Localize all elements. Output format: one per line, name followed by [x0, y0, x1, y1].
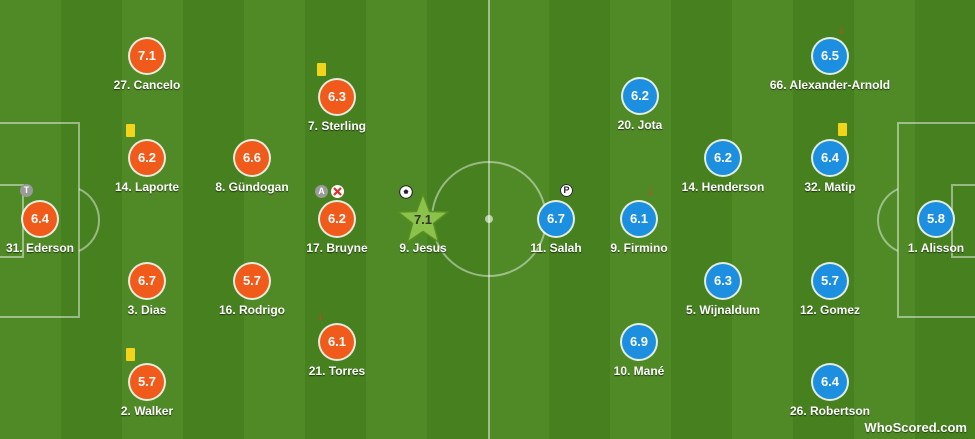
- yellow-card-icon: [126, 348, 135, 361]
- player-name: 12. Gomez: [799, 303, 861, 317]
- rating-badge: 6.4: [813, 141, 847, 175]
- yellow-card-icon: [838, 123, 847, 136]
- rating-badge: 6.9: [622, 325, 656, 359]
- rating-badge: 6.2: [130, 141, 164, 175]
- player-name: 17. Bruyne: [306, 241, 368, 255]
- rating-badge: 6.3: [706, 264, 740, 298]
- rating-badge: 6.7: [130, 264, 164, 298]
- whoscored-logo: WhoScored.com: [864, 420, 967, 435]
- yellow-card-icon: [317, 63, 326, 76]
- yellow-card-icon: [126, 124, 135, 137]
- rating-badge: 5.7: [813, 264, 847, 298]
- rating-badge: 6.4: [813, 365, 847, 399]
- player-name: 32. Matip: [804, 180, 856, 194]
- rating-badge: 6.1: [622, 202, 656, 236]
- player-name: 1. Alisson: [907, 241, 965, 255]
- player-name: 10. Mané: [613, 364, 665, 378]
- player-name: 20. Jota: [617, 118, 663, 132]
- player-name: 8. Gündogan: [215, 180, 289, 194]
- player-name: 2. Walker: [120, 404, 174, 418]
- player-name: 31. Ederson: [5, 241, 75, 255]
- rating-badge: 6.3: [320, 80, 354, 114]
- rating-badge: 6.1: [320, 325, 354, 359]
- captain-icon: T: [20, 184, 33, 197]
- rating-badge: 6.2: [320, 202, 354, 236]
- rating-badge: 6.2: [706, 141, 740, 175]
- player-name: 16. Rodrigo: [218, 303, 285, 317]
- player-name: 9. Firmino: [610, 241, 668, 255]
- rating-value: 7.1: [413, 212, 433, 227]
- man-of-match-star-icon: 7.1: [395, 192, 451, 246]
- rating-badge: 5.7: [235, 264, 269, 298]
- player-name: 21. Torres: [308, 364, 366, 378]
- rating-badge: 6.5: [813, 39, 847, 73]
- rating-badge: 6.7: [539, 202, 573, 236]
- player-name: 26. Robertson: [789, 404, 870, 418]
- rating-badge: 7.1: [130, 39, 164, 73]
- player-name: 5. Wijnaldum: [686, 303, 760, 317]
- rating-badge: 6.4: [23, 202, 57, 236]
- assist-boot-icon: [331, 185, 344, 198]
- sub-off-arrow-icon: ↓: [838, 21, 845, 36]
- goal-ball-icon: [399, 185, 413, 204]
- sub-off-arrow-icon: ↓: [647, 183, 654, 198]
- rating-badge: 5.7: [130, 365, 164, 399]
- captain-icon: A: [315, 185, 328, 198]
- player-name: 3. Dias: [127, 303, 167, 317]
- player-name: 66. Alexander-Arnold: [769, 78, 891, 92]
- rating-badge: 6.2: [623, 79, 657, 113]
- logo-text: WhoScored.com: [864, 420, 967, 435]
- sub-off-arrow-icon: ↓: [317, 308, 324, 323]
- penalty-icon: P: [560, 184, 573, 197]
- player-name: 7. Sterling: [307, 119, 366, 133]
- rating-badge: 5.8: [919, 202, 953, 236]
- player-name: 9. Jesus: [399, 241, 447, 255]
- player-name: 11. Salah: [530, 241, 582, 255]
- player-name: 27. Cancelo: [113, 78, 181, 92]
- player-name: 14. Laporte: [114, 180, 180, 194]
- rating-badge: 6.6: [235, 141, 269, 175]
- player-name: 14. Henderson: [681, 180, 765, 194]
